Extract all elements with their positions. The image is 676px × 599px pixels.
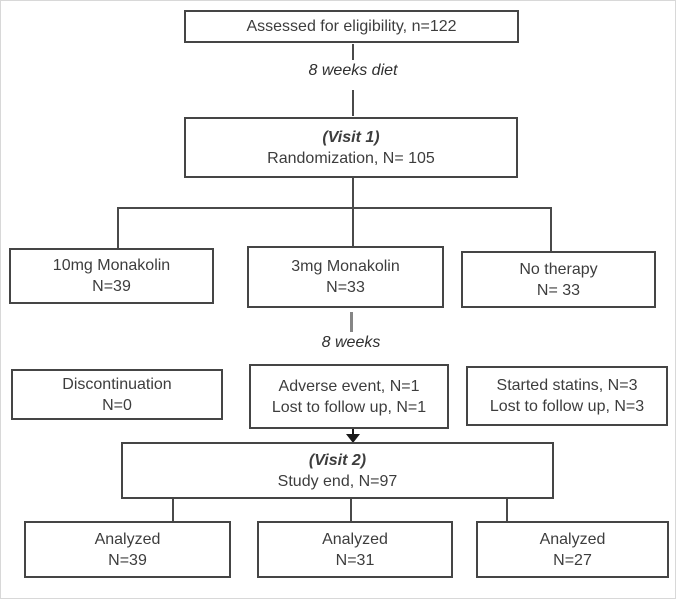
node-analyzed-right: Analyzed N=27	[476, 521, 669, 578]
node-analyzed-left: Analyzed N=39	[24, 521, 231, 578]
connector-arrow-stem	[352, 429, 354, 436]
label-8-weeks: 8 weeks	[321, 334, 381, 351]
node-visit1-subtitle: Randomization, N= 105	[267, 149, 435, 167]
node-visit2-subtitle: Study end, N=97	[277, 472, 398, 490]
node-assessed-eligibility: Assessed for eligibility, n=122	[184, 10, 519, 43]
connector-branch-left-drop	[117, 207, 119, 249]
node-text: 10mg Monakolin	[52, 257, 171, 274]
node-count: N=27	[553, 551, 592, 569]
connector-branch-right-drop	[550, 207, 552, 251]
node-text: Assessed for eligibility, n=122	[246, 18, 457, 35]
node-visit1-title: (Visit 1)	[322, 128, 380, 146]
node-text: Lost to follow up, N=3	[489, 398, 645, 415]
node-started-statins: Started statins, N=3 Lost to follow up, …	[466, 366, 668, 426]
node-text: Discontinuation	[62, 375, 172, 393]
node-count: N=39	[92, 278, 131, 295]
node-discontinuation: Discontinuation N=0	[11, 369, 223, 420]
node-analyzed-middle: Analyzed N=31	[257, 521, 453, 578]
connector-assessed-to-diet-label	[352, 44, 354, 60]
connector-visit1-stem	[352, 178, 354, 209]
node-visit2-title: (Visit 2)	[308, 451, 367, 469]
arrow-down-icon	[346, 434, 360, 443]
node-visit1-randomization: (Visit 1) Randomization, N= 105	[184, 117, 518, 178]
node-text: Started statins, N=3	[496, 377, 638, 394]
node-count: N=33	[326, 279, 365, 296]
node-count: N=0	[102, 396, 132, 414]
connector-branch-middle-drop	[352, 207, 354, 246]
node-arm-no-therapy: No therapy N= 33	[461, 251, 656, 308]
node-adverse-event: Adverse event, N=1 Lost to follow up, N=…	[249, 364, 449, 429]
connector-visit2-right-drop	[506, 499, 508, 523]
node-arm-3mg-monakolin: 3mg Monakolin N=33	[247, 246, 444, 308]
connector-branch-horizontal	[117, 207, 552, 209]
node-count: N= 33	[536, 281, 581, 299]
label-8-weeks-diet: 8 weeks diet	[308, 62, 398, 79]
node-text: Analyzed	[539, 530, 606, 548]
connector-diet-label-to-visit1	[352, 90, 354, 116]
node-text: 3mg Monakolin	[291, 258, 400, 275]
node-text: Analyzed	[94, 530, 161, 548]
node-count: N=39	[108, 551, 147, 569]
node-text: Adverse event, N=1	[278, 377, 420, 395]
node-text: No therapy	[519, 260, 598, 278]
node-visit2-study-end: (Visit 2) Study end, N=97	[121, 442, 554, 499]
node-text: Lost to follow up, N=1	[271, 398, 427, 416]
connector-visit2-left-drop	[172, 499, 174, 523]
node-text: Analyzed	[322, 530, 388, 548]
connector-visit2-middle-drop	[350, 499, 352, 523]
connector-arm-to-weeks-label	[350, 312, 353, 332]
node-count: N=31	[335, 551, 375, 569]
node-arm-10mg-monakolin: 10mg Monakolin N=39	[9, 248, 214, 304]
